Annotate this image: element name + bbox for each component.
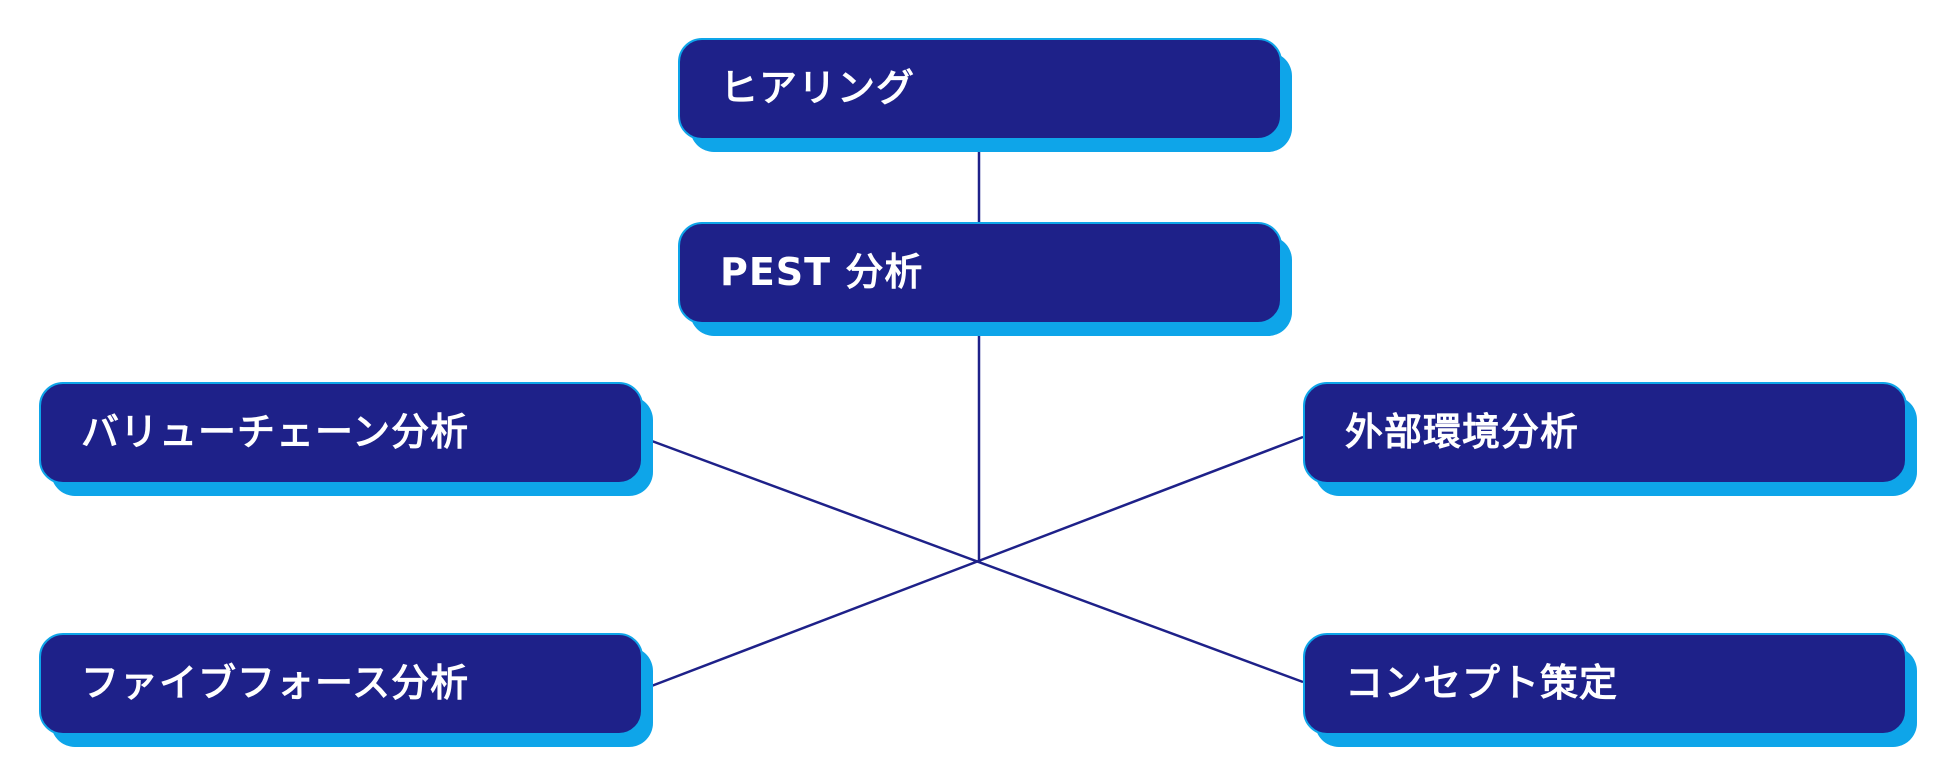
- node-label-concept: コンセプト策定: [1345, 661, 1619, 705]
- node-label-external-env: 外部環境分析: [1345, 410, 1580, 454]
- node-value-chain-analysis: バリューチェーン分析: [39, 382, 653, 496]
- node-box: [678, 38, 1282, 140]
- node-five-forces-analysis: ファイブフォース分析: [39, 633, 653, 747]
- node-label-five-forces: ファイブフォース分析: [81, 661, 470, 705]
- node-box: [1303, 382, 1907, 484]
- node-box: [39, 382, 643, 484]
- node-concept-planning: コンセプト策定: [1303, 633, 1917, 747]
- node-hearing: ヒアリング: [678, 38, 1292, 152]
- connector-value-chain-concept: [640, 435, 1304, 684]
- node-box: [1303, 633, 1907, 735]
- node-box: [678, 222, 1282, 324]
- node-pest-analysis: PEST 分析: [678, 222, 1292, 336]
- node-label-hearing: ヒアリング: [720, 66, 916, 110]
- node-label-value-chain: バリューチェーン分析: [81, 410, 470, 454]
- node-external-environment-analysis: 外部環境分析: [1303, 382, 1917, 496]
- node-label-pest: PEST 分析: [720, 250, 924, 294]
- node-box: [39, 633, 643, 735]
- connector-external-five-forces: [640, 435, 1304, 692]
